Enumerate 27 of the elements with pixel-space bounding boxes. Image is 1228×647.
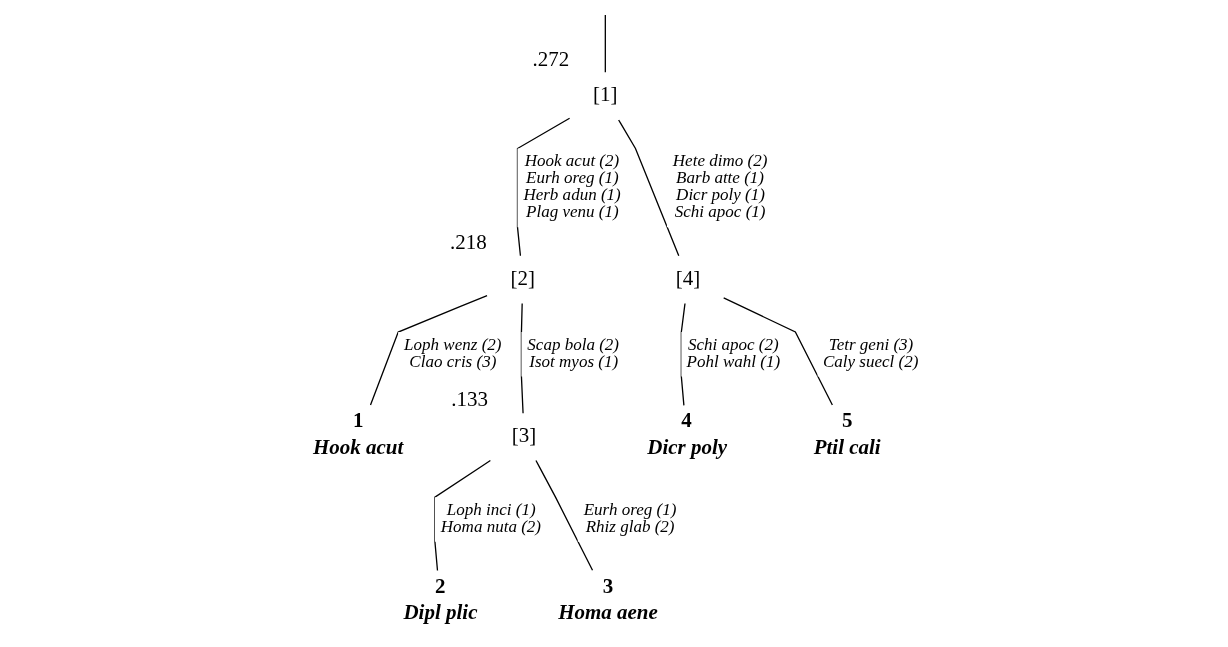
node-text: [4] [675, 265, 700, 290]
node-label: .133 [450, 387, 488, 412]
connector [617, 119, 679, 257]
edge-label: Hook acut (2) Eurh oreg (1) Herb adun (1) Plag venu (1) [522, 151, 621, 222]
edge-label: Scap bola (2) Isot myos (1) [526, 334, 619, 371]
node-text: 2 Dipl plic [402, 573, 477, 624]
edge-label: Loph inci (1) Homa nuta (2) [440, 499, 541, 536]
node-text: [1] [592, 82, 618, 107]
node-text: 3 Homa aene [557, 573, 658, 624]
node-text: [2] [510, 265, 535, 290]
edge-label: Tetr geni (3) Caly suecl (2) [822, 334, 918, 371]
connector [433, 459, 491, 572]
edge-label: Loph wenz (2) Clao cris (3) [403, 334, 502, 371]
node-text: 4 Dicr poly [646, 408, 727, 459]
node-text: 5 Ptil cali [813, 408, 881, 459]
edge-label: Eurh oreg (1) Rhiz glab (2) [583, 499, 676, 536]
connector [369, 294, 488, 406]
connector [722, 297, 833, 406]
connector [604, 14, 606, 73]
connector [516, 117, 570, 257]
node-text: [3] [511, 422, 536, 447]
node-label: .218 [449, 230, 487, 255]
edge-label: Hete dimo (2) Barb atte (1) Dicr poly (1) Schi apoc (1) [672, 151, 767, 222]
node-text: 1 Hook acut [312, 408, 403, 459]
connector [534, 459, 593, 571]
node-label: .272 [532, 46, 569, 71]
edge-label: Schi apoc (2) Pohl wahl (1) [686, 334, 780, 371]
